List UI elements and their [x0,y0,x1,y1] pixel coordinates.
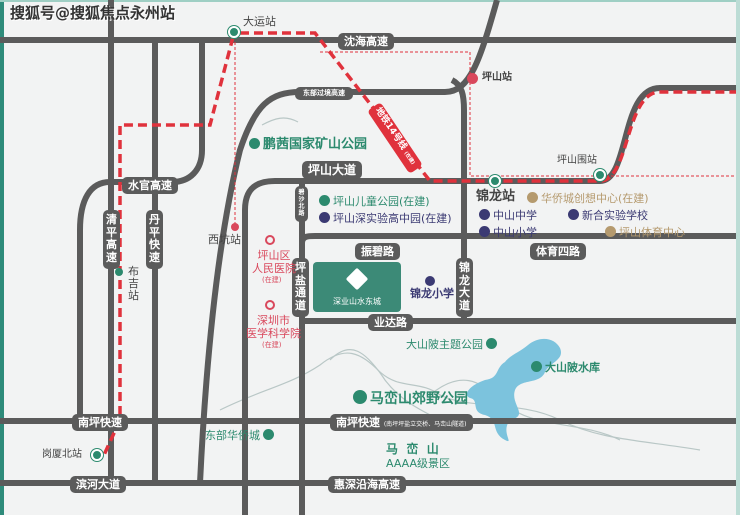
project-name: 深业山水东城 [333,297,381,306]
station-pingshan-icon [467,73,478,84]
poi-sports[interactable]: 坪山体育中心 [605,226,685,238]
park-icon [486,338,497,349]
poi-aaaa: AAAA级景区 [386,457,451,470]
poi-dashanpi-park-label: 大山陂主题公园 [406,338,483,351]
poi-east-oct[interactable]: 东部华侨城 [205,429,277,441]
station-jinlong[interactable]: 锦龙站 [476,189,516,204]
school-icon [425,276,435,286]
school-icon [479,209,490,220]
academy-icon [265,300,275,310]
park-icon [249,138,260,149]
station-jinlong-icon [489,175,501,187]
poi-zs-middle-label: 中山中学 [493,209,537,222]
poi-xinhe[interactable]: 新合实验学校 [568,209,648,221]
poi-hospital-note: (在建) [262,276,282,284]
poi-kids-park-label: 坪山儿童公园(在建) [333,195,430,208]
station-gangxiabei-icon [91,449,103,461]
park-icon [531,361,542,372]
project-block[interactable]: 深业山水东城 [313,262,401,312]
poi-shenshiyan[interactable]: 坪山深实验高中园(在建) [319,212,452,224]
road-nanping-mid-label: 南坪快速 [336,416,380,429]
poi-med-academy[interactable]: 深圳市 医学科学院 [246,314,301,341]
road-nanping-note: (南坪坪盐立交桥、马峦山隧道) [383,421,467,428]
poi-hospital[interactable]: 坪山区 人民医院 [252,249,296,276]
building-icon [527,192,538,203]
road-huishen: 惠深沿海高速 [328,476,406,493]
poi-med-note: (在建) [262,341,282,349]
poi-kids-park[interactable]: 坪山儿童公园(在建) [319,195,430,207]
road-danping: 丹平快速 [146,210,163,269]
poi-sports-label: 坪山体育中心 [619,226,685,239]
road-shenhai: 沈海高速 [338,33,394,50]
station-dayun-icon [228,26,240,38]
school-icon [479,226,490,237]
poi-zs-primary[interactable]: 中山小学 [479,226,537,238]
station-pingshanwei-icon [594,169,606,181]
road-nanping-left: 南坪快速 [72,414,128,431]
poi-dashanpi-res-label: 大山陂水库 [545,361,600,374]
poi-dashanpi-res[interactable]: 大山陂水库 [531,361,600,373]
stadium-icon [605,226,616,237]
metro-14-label-box [368,103,422,173]
poi-hqc[interactable]: 华侨城创想中心(在建) [527,192,649,204]
station-pingshanwei[interactable]: 坪山围站 [557,155,597,166]
station-bujie[interactable]: 布吉站 [128,265,139,303]
poi-hqc-label: 华侨城创想中心(在建) [541,192,649,205]
poi-maluan[interactable]: 马 峦 山 [386,442,439,456]
project-logo-icon [345,267,369,291]
hospital-icon [265,235,275,245]
road-binhe: 滨河大道 [70,476,126,493]
poi-pengmao-park[interactable]: 鹏茜国家矿山公园 [249,138,367,151]
road-yeda: 业达路 [368,314,413,331]
station-xikeng[interactable]: 西坑站 [208,233,241,246]
road-bisha: 碧沙北路 [295,186,308,222]
station-bujie-icon [115,268,123,276]
poi-jinlong-primary[interactable]: 锦龙小学 [410,287,454,300]
road-zhenbi: 振碧路 [355,243,400,260]
poi-pengmao-label: 鹏茜国家矿山公园 [263,137,368,152]
watermark: 搜狐号@搜狐焦点永州站 [10,4,176,22]
park-icon [263,429,274,440]
station-pingshan[interactable]: 坪山站 [482,72,512,83]
road-pingyan: 坪盐通道 [292,258,309,317]
reservoir [466,338,562,442]
road-dongbu: 东部过境高速 [295,87,353,100]
poi-xinhe-label: 新合实验学校 [582,209,648,222]
road-qingping: 清平高速 [103,210,120,269]
station-gangxiabei[interactable]: 岗厦北站 [42,449,82,460]
poi-zs-primary-label: 中山小学 [493,226,537,239]
poi-maluan-park-label: 马峦山郊野公园 [370,391,468,407]
station-xikeng-icon [231,223,239,231]
metro-line-14 [102,31,736,456]
road-shuiguan: 水官高速 [122,177,178,194]
poi-shenshiyan-label: 坪山深实验高中园(在建) [333,212,452,225]
road-pingshan-ave: 坪山大道 [302,161,363,179]
poi-dashanpi-park[interactable]: 大山陂主题公园 [406,338,500,350]
school-icon [568,209,579,220]
school-icon [319,212,330,223]
poi-east-oct-label: 东部华侨城 [205,429,260,442]
poi-maluan-park[interactable]: 马峦山郊野公园 [353,390,468,406]
park-icon [353,390,367,404]
poi-zs-middle[interactable]: 中山中学 [479,209,537,221]
park-icon [319,195,330,206]
road-nanping-mid: 南坪快速 (南坪坪盐立交桥、马峦山隧道) [330,414,473,431]
station-dayun[interactable]: 大运站 [243,15,276,28]
road-jinlong: 锦龙大道 [456,258,473,317]
road-tiyu4: 体育四路 [530,243,586,260]
